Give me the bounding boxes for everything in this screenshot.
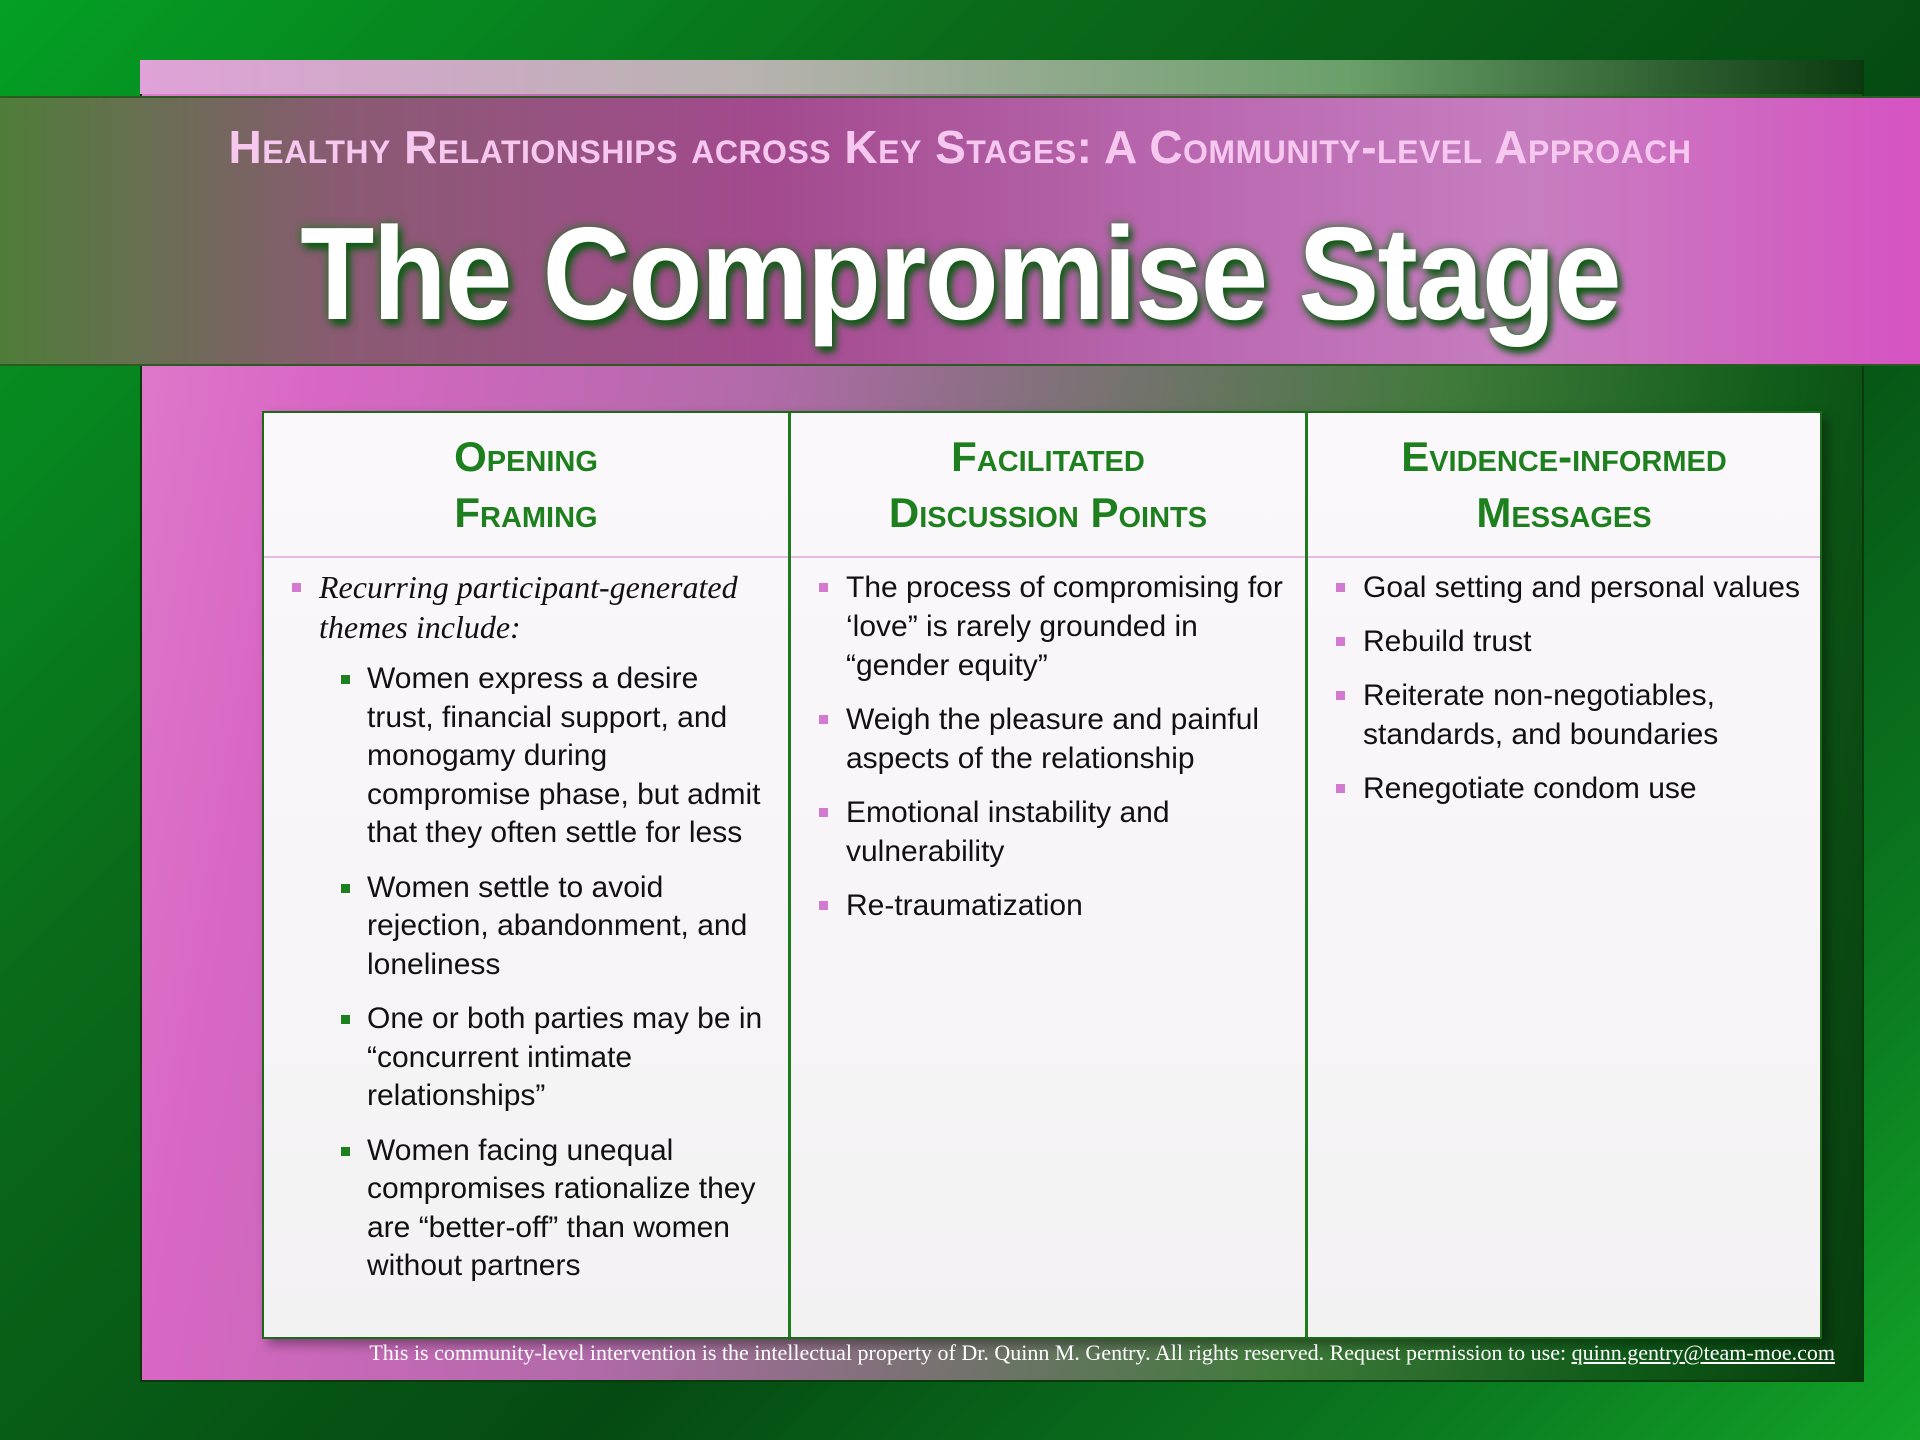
sub-list-item: Women settle to avoid rejection, abandon… — [319, 869, 770, 985]
sub-list-item: Women express a desire trust, financial … — [319, 660, 770, 853]
list-item: Emotional instability and vulnerability — [791, 793, 1287, 871]
bullet-list: Goal setting and personal values Rebuild… — [1308, 568, 1820, 808]
contact-email-link[interactable]: quinn.gentry@team-moe.com — [1571, 1340, 1835, 1365]
bullet-list: The process of compromising for ‘love” i… — [791, 568, 1305, 925]
footer-text: This is community-level intervention is … — [369, 1340, 1572, 1365]
sub-list-item: One or both parties may be in “concurren… — [319, 1000, 770, 1116]
panel-top-strip — [140, 60, 1864, 94]
column-evidence-messages: Evidence-informed Messages Goal setting … — [1308, 413, 1820, 1337]
column-heading: Facilitated Discussion Points — [888, 432, 1208, 536]
slide-title: The Compromise Stage — [300, 200, 1621, 347]
list-item: Weigh the pleasure and painful aspects o… — [791, 700, 1287, 778]
column-header: Facilitated Discussion Points — [791, 413, 1305, 558]
list-item: Renegotiate condom use — [1308, 769, 1802, 808]
column-header: Opening Framing — [264, 413, 788, 558]
list-item: The process of compromising for ‘love” i… — [791, 568, 1287, 685]
list-item: Rebuild trust — [1308, 622, 1802, 661]
slide-subtitle: Healthy Relationships across Key Stages:… — [228, 121, 1692, 173]
list-item: Recurring participant-generated themes i… — [264, 568, 770, 1286]
bullet-list: Recurring participant-generated themes i… — [264, 568, 788, 1286]
copyright-footer: This is community-level intervention is … — [180, 1340, 1835, 1366]
list-item: Re-traumatization — [791, 886, 1287, 925]
intro-text: Recurring participant-generated themes i… — [319, 569, 738, 645]
column-facilitated-discussion: Facilitated Discussion Points The proces… — [791, 413, 1308, 1337]
title-banner: Healthy Relationships across Key Stages:… — [0, 96, 1920, 366]
column-heading: Evidence-informed Messages — [1401, 432, 1727, 536]
column-heading: Opening Framing — [454, 432, 598, 536]
list-item: Goal setting and personal values — [1308, 568, 1802, 607]
column-opening-framing: Opening Framing Recurring participant-ge… — [264, 413, 791, 1337]
column-header: Evidence-informed Messages — [1308, 413, 1820, 558]
content-table: Opening Framing Recurring participant-ge… — [262, 411, 1822, 1339]
sub-list-item: Women facing unequal compromises rationa… — [319, 1132, 770, 1286]
list-item: Reiterate non-negotiables, standards, an… — [1308, 676, 1802, 754]
sub-bullet-list: Women express a desire trust, financial … — [319, 660, 770, 1286]
